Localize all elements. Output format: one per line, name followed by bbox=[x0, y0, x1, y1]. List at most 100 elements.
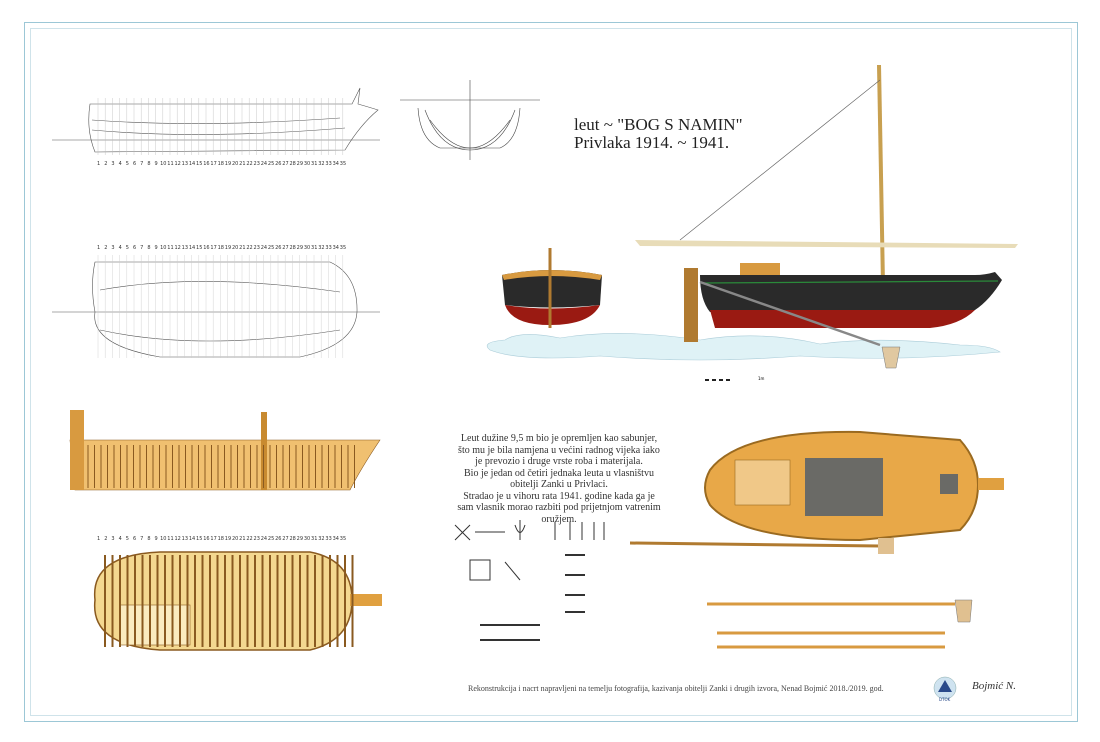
signature: Bojmić N. bbox=[972, 680, 1016, 692]
station-number: 28 bbox=[289, 161, 296, 167]
station-number: 17 bbox=[210, 161, 217, 167]
description-line: oružjem. bbox=[541, 513, 577, 525]
station-number: 33 bbox=[325, 536, 332, 542]
construction-plan-drawing bbox=[93, 551, 382, 651]
station-number: 9 bbox=[154, 245, 158, 251]
station-number: 27 bbox=[282, 245, 289, 251]
station-number: 25 bbox=[267, 536, 275, 542]
description-line: Bio je jedan od četiri jednaka leuta u v… bbox=[464, 467, 654, 479]
station-number: 24 bbox=[260, 161, 268, 167]
station-number: 27 bbox=[282, 161, 289, 167]
station-number: 7 bbox=[140, 245, 144, 251]
station-number: 4 bbox=[118, 536, 122, 542]
station-number: 32 bbox=[318, 536, 325, 542]
station-number: 19 bbox=[224, 245, 232, 251]
station-number: 25 bbox=[267, 161, 275, 167]
station-number: 34 bbox=[332, 245, 339, 251]
station-number: 2 bbox=[104, 536, 108, 542]
front-view-drawing bbox=[502, 248, 602, 328]
station-number: 29 bbox=[296, 161, 304, 167]
station-number: 18 bbox=[217, 245, 224, 251]
description-line: Stradao je u vihoru rata 1941. godine ka… bbox=[463, 490, 655, 502]
station-number: 29 bbox=[296, 536, 304, 542]
body-plan-drawing bbox=[400, 80, 540, 160]
station-number: 31 bbox=[311, 245, 318, 251]
description-line: Leut dužine 9,5 m bio je opremljen kao s… bbox=[460, 433, 658, 444]
station-number: 5 bbox=[125, 245, 129, 251]
credit-text: Rekonstrukcija i nacrt napravljeni na te… bbox=[468, 684, 884, 693]
logo-text: DTOK bbox=[939, 697, 951, 702]
station-number: 26 bbox=[275, 161, 282, 167]
station-number: 10 bbox=[160, 536, 167, 542]
station-number: 8 bbox=[147, 536, 151, 542]
station-number: 1 bbox=[97, 536, 101, 542]
station-number: 35 bbox=[339, 536, 347, 542]
station-number: 8 bbox=[147, 161, 151, 167]
station-number: 1 bbox=[97, 161, 101, 167]
station-number: 1 bbox=[97, 245, 101, 251]
station-number: 23 bbox=[253, 536, 260, 542]
station-number: 22 bbox=[246, 245, 253, 251]
title-line-2: Privlaka 1914. ~ 1941. bbox=[574, 133, 730, 152]
station-number: 18 bbox=[217, 161, 224, 167]
station-number: 35 bbox=[339, 161, 347, 167]
station-number: 22 bbox=[246, 161, 253, 167]
station-number: 6 bbox=[132, 536, 137, 542]
station-number: 28 bbox=[289, 536, 296, 542]
station-number: 26 bbox=[275, 536, 282, 542]
station-number: 20 bbox=[231, 245, 239, 251]
half-breadth-plan-drawing bbox=[52, 255, 380, 358]
station-number: 9 bbox=[154, 161, 158, 167]
station-number: 23 bbox=[253, 161, 260, 167]
station-number: 10 bbox=[160, 245, 167, 251]
station-number: 14 bbox=[188, 245, 196, 251]
station-number: 29 bbox=[296, 245, 304, 251]
station-number: 16 bbox=[203, 536, 210, 542]
station-number: 20 bbox=[231, 536, 239, 542]
station-number: 33 bbox=[325, 161, 332, 167]
station-number: 19 bbox=[224, 161, 232, 167]
station-number: 11 bbox=[167, 161, 174, 167]
station-number: 12 bbox=[174, 536, 181, 542]
station-number: 11 bbox=[167, 245, 174, 251]
station-number: 24 bbox=[260, 245, 268, 251]
inner-frame bbox=[30, 28, 1072, 716]
station-number: 3 bbox=[111, 536, 115, 542]
description-text: Leut dužine 9,5 m bio je opremljen kao s… bbox=[422, 433, 696, 525]
station-number: 12 bbox=[174, 161, 181, 167]
station-number: 21 bbox=[239, 536, 246, 542]
station-number: 32 bbox=[318, 245, 325, 251]
station-number: 12 bbox=[174, 245, 181, 251]
station-number: 30 bbox=[303, 161, 311, 167]
station-number: 17 bbox=[210, 245, 217, 251]
station-number: 3 bbox=[111, 161, 115, 167]
station-number: 7 bbox=[140, 161, 144, 167]
station-number: 30 bbox=[303, 536, 311, 542]
station-number: 14 bbox=[188, 161, 196, 167]
station-number: 15 bbox=[196, 161, 203, 167]
station-number: 15 bbox=[196, 245, 203, 251]
station-number: 6 bbox=[132, 161, 137, 167]
station-number: 10 bbox=[160, 161, 167, 167]
station-number: 17 bbox=[210, 536, 217, 542]
station-number: 5 bbox=[125, 161, 129, 167]
station-number: 16 bbox=[203, 161, 210, 167]
station-number: 34 bbox=[332, 161, 339, 167]
station-number: 34 bbox=[332, 536, 339, 542]
station-number: 11 bbox=[167, 536, 174, 542]
station-number: 13 bbox=[181, 161, 189, 167]
station-number: 19 bbox=[224, 536, 232, 542]
station-number: 28 bbox=[289, 245, 296, 251]
station-number: 24 bbox=[260, 536, 268, 542]
construction-profile-drawing bbox=[69, 410, 381, 491]
station-number: 20 bbox=[231, 161, 239, 167]
station-number: 15 bbox=[196, 536, 203, 542]
title-line-1: leut ~ "BOG S NAMIN" bbox=[574, 115, 743, 134]
station-number: 21 bbox=[239, 161, 246, 167]
oars-drawing bbox=[707, 599, 973, 649]
deck-plan-drawing bbox=[629, 430, 1004, 554]
station-number: 13 bbox=[181, 245, 189, 251]
side-view-drawing bbox=[486, 64, 1018, 381]
